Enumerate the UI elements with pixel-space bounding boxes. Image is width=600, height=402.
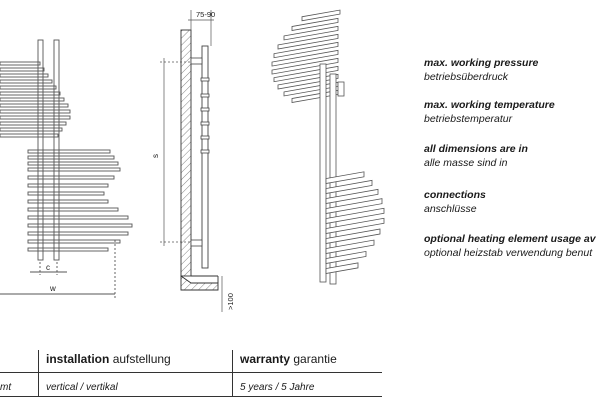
warranty-header-de: garantie xyxy=(293,352,337,366)
front-view xyxy=(0,39,133,298)
spec-label-en: connections xyxy=(424,189,486,201)
spec-max-temperature: max. working temperature betriebstempera… xyxy=(424,98,555,126)
table-divider xyxy=(0,372,382,373)
spec-label-en: max. working pressure xyxy=(424,57,539,69)
spec-label-de: optional heizstab verwendung benut xyxy=(424,247,593,259)
side-view xyxy=(160,10,223,312)
column-separator xyxy=(232,350,233,396)
installation-header: installation aufstellung xyxy=(46,352,171,366)
technical-drawing: c w 75-90 s >100 xyxy=(0,9,385,312)
col1-value: mt xyxy=(0,382,12,393)
spec-label-de: anschlüsse xyxy=(424,203,477,215)
dim-floor-gap-label: >100 xyxy=(226,293,235,310)
dim-s-label: s xyxy=(151,154,160,158)
column-separator xyxy=(38,350,39,396)
dim-c-label: c xyxy=(46,263,50,272)
warranty-value: 5 years / 5 Jahre xyxy=(240,382,315,393)
installation-value: vertical / vertikal xyxy=(46,382,118,393)
warranty-header-en: warranty xyxy=(240,352,291,366)
spec-label-de: alle masse sind in xyxy=(424,157,508,169)
spec-label-en: optional heating element usage av xyxy=(424,233,596,245)
dim-wall-gap-label: 75-90 xyxy=(196,10,215,19)
spec-label-en: all dimensions are in xyxy=(424,143,528,155)
spec-max-pressure: max. working pressure betriebsüberdruck xyxy=(424,56,538,84)
dim-w-label: w xyxy=(49,284,56,293)
spec-label-de: betriebsüberdruck xyxy=(424,71,509,83)
spec-connections: connections anschlüsse xyxy=(424,188,486,216)
installation-header-de: aufstellung xyxy=(112,352,171,366)
spec-label-de: betriebstemperatur xyxy=(424,113,513,125)
perspective-view xyxy=(271,9,385,285)
installation-header-en: installation xyxy=(46,352,110,366)
spec-dimensions-unit: all dimensions are in alle masse sind in xyxy=(424,142,528,170)
spec-heating-element: optional heating element usage av option… xyxy=(424,232,596,260)
warranty-header: warranty garantie xyxy=(240,352,337,366)
spec-label-en: max. working temperature xyxy=(424,99,555,111)
table-bottom-rule xyxy=(0,396,382,397)
